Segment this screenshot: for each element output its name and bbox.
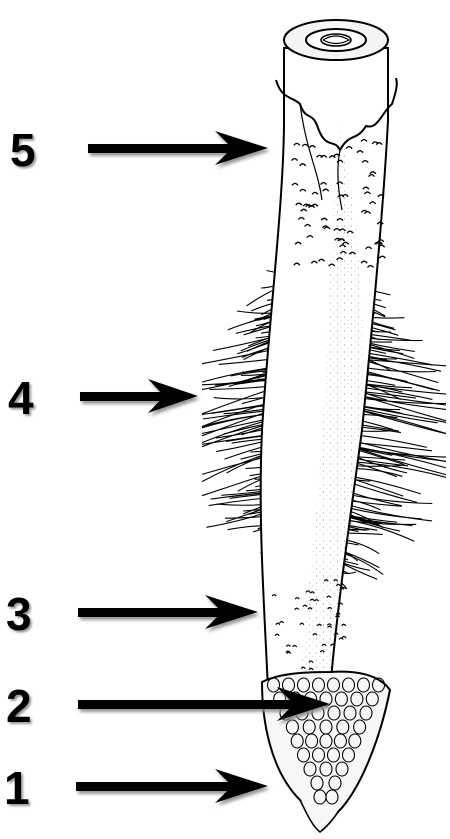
cut-cross-section bbox=[284, 20, 388, 60]
hair-bump bbox=[342, 624, 346, 626]
label-4: 4 bbox=[8, 375, 34, 421]
arrow-1 bbox=[76, 769, 268, 803]
label-1: 1 bbox=[4, 765, 30, 811]
arrow-3 bbox=[78, 595, 258, 629]
hair-bump bbox=[342, 637, 346, 639]
hair-bump bbox=[339, 603, 343, 605]
label-5: 5 bbox=[10, 127, 36, 173]
hair-bump bbox=[378, 240, 384, 242]
label-3: 3 bbox=[6, 591, 32, 637]
label-2: 2 bbox=[6, 683, 32, 729]
hair-bump bbox=[379, 256, 385, 258]
arrow-2 bbox=[78, 687, 330, 721]
arrow-4 bbox=[80, 379, 198, 413]
root-cap bbox=[262, 672, 390, 815]
hair-bump bbox=[379, 245, 385, 247]
arrow-5 bbox=[88, 131, 268, 165]
